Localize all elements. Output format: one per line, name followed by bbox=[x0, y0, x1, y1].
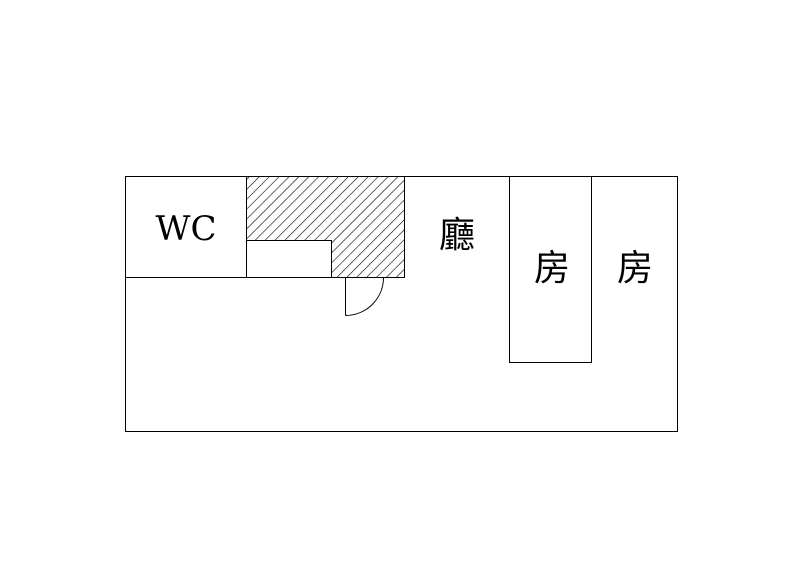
living-room-label: 廳 bbox=[439, 215, 475, 256]
bedroom-2-label: 房 bbox=[617, 248, 653, 289]
hatched-area bbox=[246, 176, 405, 278]
wc-label: WC bbox=[156, 209, 217, 249]
bedroom-1-label: 房 bbox=[534, 248, 570, 289]
door bbox=[345, 277, 384, 316]
